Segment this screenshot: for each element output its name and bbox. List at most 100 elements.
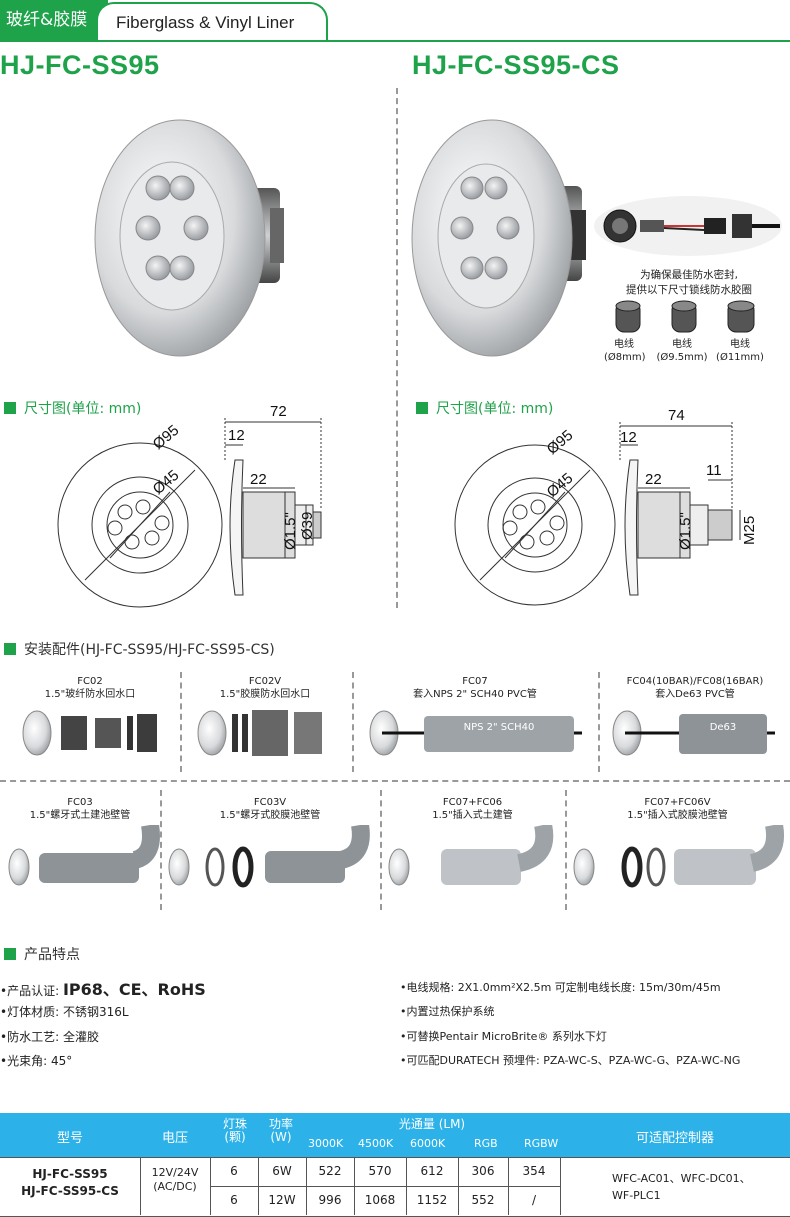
section-marker-icon bbox=[4, 643, 16, 655]
acc-image-fc02 bbox=[22, 710, 157, 756]
cell-lm-2-rgbw: / bbox=[531, 1193, 537, 1207]
acc-divider-2 bbox=[352, 672, 354, 772]
dim-label-pipe-left: Ø1.5" bbox=[282, 512, 299, 550]
cell-power-2: 12W bbox=[268, 1193, 296, 1207]
cell-lm-2-4500k: 1068 bbox=[364, 1193, 396, 1207]
column-divider bbox=[396, 88, 398, 608]
acc-divider-3 bbox=[598, 672, 600, 772]
section-marker-icon bbox=[416, 402, 428, 414]
dimension-drawing-left: Ø95 Ø45 72 12 22 Ø1.5" Ø39 bbox=[57, 403, 322, 608]
acc-image-fc04 bbox=[612, 710, 775, 756]
cell-leds-1: 6 bbox=[230, 1164, 238, 1178]
dim-label-thread-left: 22 bbox=[250, 471, 267, 488]
cell-lm-1-rgbw: 354 bbox=[522, 1164, 546, 1178]
cell-lm-2-rgb: 552 bbox=[471, 1193, 495, 1207]
dimension-title-right: 尺寸图(单位: mm) bbox=[416, 398, 553, 418]
th-rgbw: RGBW bbox=[524, 1137, 559, 1150]
cell-lm-1-4500k: 570 bbox=[368, 1164, 392, 1178]
th-voltage: 电压 bbox=[161, 1131, 188, 1146]
pipe-label-fc07: NPS 2" SCH40 bbox=[463, 722, 535, 733]
gland-label-1: 电线(Ø8mm) bbox=[604, 339, 646, 363]
seal-note-line2: 提供以下尺寸锁线防水胶圈 bbox=[626, 284, 752, 296]
dim-label-flange-left: 12 bbox=[228, 427, 245, 444]
th-lumens: 光通量 (LM) bbox=[398, 1117, 466, 1131]
dim-label-d95-left: Ø95 bbox=[150, 422, 183, 453]
th-4500k: 4500K bbox=[358, 1137, 394, 1150]
dimension-drawing-right: Ø95 Ø45 74 12 22 11 Ø1.5" M25 bbox=[454, 407, 758, 606]
dim-label-flange-right: 12 bbox=[620, 429, 637, 446]
th-3000k: 3000K bbox=[308, 1137, 344, 1150]
th-leds: 灯珠 (颗) bbox=[222, 1117, 247, 1144]
gland-label-2: 电线(Ø9.5mm) bbox=[656, 339, 708, 363]
pipe-label-fc04: De63 bbox=[709, 722, 737, 733]
dim-label-small-right: 11 bbox=[706, 462, 722, 479]
model-name-2: HJ-FC-SS95-CS bbox=[21, 1184, 119, 1198]
table-rule bbox=[560, 1157, 561, 1215]
dim-label-length-left: 72 bbox=[270, 403, 287, 420]
connector-exploded-image bbox=[594, 196, 782, 256]
acc-image-fc07-fc06 bbox=[388, 825, 554, 886]
cell-lm-2-3000k: 996 bbox=[318, 1193, 342, 1207]
category-tab-cn: 玻纤&胶膜 bbox=[0, 0, 108, 40]
feature-certification: •产品认证: IP68、CE、RoHS bbox=[0, 980, 206, 999]
acc-divider-5 bbox=[380, 790, 382, 910]
seal-note: 为确保最佳防水密封, 提供以下尺寸锁线防水胶圈 bbox=[596, 268, 782, 298]
acc-image-fc07 bbox=[369, 710, 582, 756]
section-marker-icon bbox=[4, 402, 16, 414]
acc-image-fc02v bbox=[197, 710, 322, 756]
model-title-left: HJ-FC-SS95 bbox=[0, 50, 160, 80]
acc-fc04-fc08: FC04(10BAR)/FC08(16BAR)套入De63 PVC管 bbox=[626, 676, 764, 700]
feature-material: •灯体材质: 不锈钢316L bbox=[0, 1005, 129, 1019]
feature-cable: •电线规格: 2X1.0mm²X2.5m 可定制电线长度: 15m/30m/45… bbox=[400, 981, 721, 994]
model-name-1: HJ-FC-SS95 bbox=[32, 1167, 108, 1181]
dim-label-d45-left: Ø45 bbox=[150, 467, 183, 498]
feature-waterproof: •防水工艺: 全灌胶 bbox=[0, 1030, 99, 1044]
features-title: 产品特点 bbox=[4, 944, 80, 964]
dim-label-length-right: 74 bbox=[668, 407, 685, 424]
dim-label-thread-right: 22 bbox=[645, 471, 662, 488]
dimension-title-left: 尺寸图(单位: mm) bbox=[4, 398, 141, 418]
acc-image-fc07-fc06v bbox=[573, 825, 784, 888]
category-tab-en: Fiberglass & Vinyl Liner bbox=[96, 2, 328, 40]
th-power: 功率 (W) bbox=[268, 1117, 293, 1144]
table-models: HJ-FC-SS95 HJ-FC-SS95-CS bbox=[0, 1166, 140, 1200]
th-model: 型号 bbox=[56, 1131, 83, 1146]
table-controllers: WFC-AC01、WFC-DC01、 WF-PLC1 bbox=[612, 1172, 751, 1202]
cell-lm-2-6000k: 1152 bbox=[416, 1193, 448, 1207]
product-image-right bbox=[411, 119, 586, 357]
acc-row-divider bbox=[0, 780, 790, 782]
table-voltage: 12V/24V (AC/DC) bbox=[151, 1166, 199, 1193]
section-marker-icon bbox=[4, 948, 16, 960]
acc-image-fc03v bbox=[168, 825, 370, 888]
header-divider bbox=[0, 40, 790, 42]
model-title-right: HJ-FC-SS95-CS bbox=[412, 50, 620, 80]
product-image-left bbox=[94, 119, 284, 357]
dim-label-pipe-right: Ø1.5" bbox=[677, 512, 694, 550]
seal-note-line1: 为确保最佳防水密封, bbox=[640, 269, 738, 281]
cable-glands-image bbox=[615, 300, 755, 333]
acc-divider-4 bbox=[160, 790, 162, 910]
table-rule bbox=[140, 1157, 141, 1215]
feature-overheat: •内置过热保护系统 bbox=[400, 1005, 495, 1018]
dim-label-d39-left: Ø39 bbox=[299, 512, 316, 540]
feature-niche: •可匹配DURATECH 预埋件: PZA-WC-S、PZA-WC-G、PZA-… bbox=[400, 1054, 741, 1067]
spec-table-header-bg bbox=[0, 1113, 790, 1157]
acc-image-fc03 bbox=[8, 825, 160, 886]
th-controller: 可适配控制器 bbox=[635, 1131, 714, 1146]
feature-beam-angle: •光束角: 45° bbox=[0, 1054, 73, 1068]
acc-divider-1 bbox=[180, 672, 182, 772]
cell-lm-1-3000k: 522 bbox=[318, 1164, 342, 1178]
cell-leds-2: 6 bbox=[230, 1193, 238, 1207]
feature-replace: •可替换Pentair MicroBrite® 系列水下灯 bbox=[400, 1030, 607, 1043]
cell-lm-1-rgb: 306 bbox=[471, 1164, 495, 1178]
cell-lm-1-6000k: 612 bbox=[420, 1164, 444, 1178]
th-rgb: RGB bbox=[474, 1137, 498, 1150]
gland-label-3: 电线(Ø11mm) bbox=[716, 339, 764, 363]
